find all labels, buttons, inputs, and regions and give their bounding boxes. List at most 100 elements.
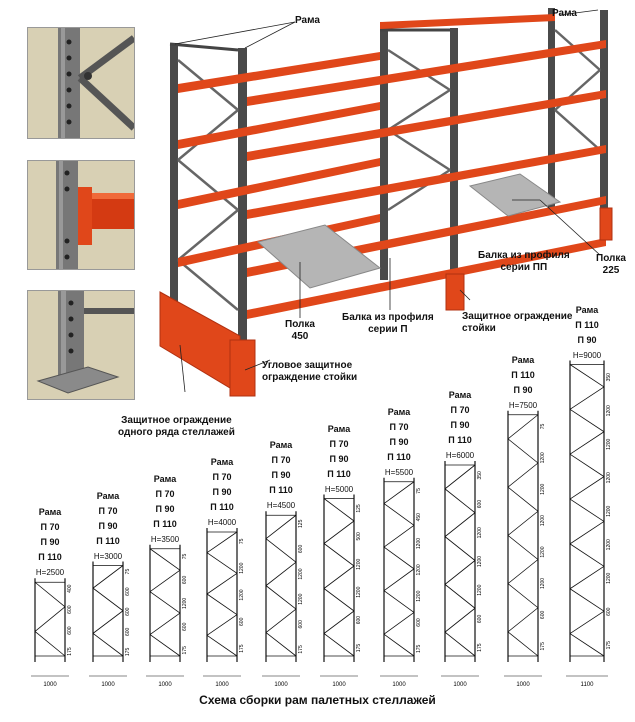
frame-brace	[569, 565, 605, 590]
rack-shelves	[256, 173, 562, 289]
frame-dim-label: 1200	[606, 472, 612, 483]
frame-height-label: H=9000	[572, 350, 602, 360]
frame-label-line: Рама	[210, 457, 234, 467]
callout-frame-2: Рама	[552, 8, 577, 19]
frame-brace	[323, 543, 355, 567]
frame-brace	[507, 535, 539, 560]
frame-label-line: Рама	[269, 440, 293, 451]
frame-dim-label: 600	[125, 587, 131, 596]
frame-dim-label: 1200	[356, 559, 362, 570]
frame-brace	[444, 607, 476, 633]
frame-dim-label: 175	[298, 645, 304, 654]
frame-width-label: 1000	[215, 682, 229, 688]
frame-brace	[569, 521, 605, 545]
frame-brace	[149, 569, 181, 592]
frame-height-label: H=7500	[508, 400, 538, 410]
frame-label-line: П 110	[575, 319, 599, 330]
callout-guard-post: Защитное ограждение стойки	[462, 311, 573, 334]
frame-brace	[383, 481, 415, 504]
frame-brace	[206, 635, 238, 657]
frame-dim-label: 1200	[182, 598, 188, 609]
frame-brace	[569, 453, 605, 477]
frame-brace	[444, 512, 476, 537]
frame-brace	[569, 610, 605, 634]
frame-label-line: П 110	[210, 502, 234, 512]
frame-label-line: Рама	[153, 473, 177, 484]
frame-label-line: П 110	[96, 535, 120, 546]
frame-height-label: H=5000	[324, 484, 354, 494]
frame-label-line: Рама	[96, 490, 120, 501]
frame-brace	[383, 568, 415, 591]
frame-label-line: П 90	[389, 436, 409, 447]
callout-beam-p: Балка из профиля серии П	[342, 312, 434, 335]
frame-label-line: Рама	[448, 390, 472, 400]
frame-width-label: 1000	[392, 682, 406, 688]
frame-label-line: П 110	[153, 518, 177, 529]
frame-brace	[444, 488, 476, 514]
frame-dim-label: 600	[239, 617, 245, 626]
frame-brace	[507, 607, 539, 633]
frame-brace	[34, 581, 66, 608]
frame-dim-label: 600	[67, 626, 73, 635]
frame-brace	[149, 548, 181, 571]
frame-dim-label: 1200	[606, 405, 612, 416]
frame-label-line: П 110	[511, 369, 535, 380]
frame-height-label: H=3500	[150, 534, 180, 544]
frame-label-line: П 70	[155, 488, 175, 499]
frame-dim-label: 75	[182, 553, 188, 559]
frame-brace	[206, 614, 238, 636]
frame-dim-label: 1200	[540, 578, 546, 589]
frame-dim-label: 600	[477, 500, 483, 509]
frame-label-line: П 70	[40, 522, 60, 533]
frame-height-label: H=6000	[445, 451, 475, 460]
frame-dim-label: 600	[416, 618, 422, 627]
frame-dim-label: 1200	[239, 589, 245, 600]
frame-brace	[265, 632, 297, 657]
frame-label-line: Рама	[511, 354, 535, 365]
frame-dim-label: 600	[540, 611, 546, 620]
frame-dim-label: 125	[356, 504, 362, 513]
frame-dim-label: 1200	[606, 539, 612, 550]
frame-brace	[92, 633, 124, 657]
frame-width-label: 1000	[332, 682, 346, 688]
frame-dim-label: 125	[298, 519, 304, 528]
frame-brace	[507, 462, 539, 488]
detail-connector-drawing	[56, 161, 134, 269]
frame-brace	[569, 588, 605, 612]
frame-width-label: 1000	[516, 682, 530, 688]
frame-label-line: Рама	[327, 423, 351, 434]
frame-brace	[569, 386, 605, 410]
frame-brace	[323, 633, 355, 657]
frame-brace	[34, 606, 66, 632]
frame-dim-label: 175	[67, 647, 73, 656]
frame-brace	[569, 498, 605, 522]
frame-brace	[323, 565, 355, 589]
frame-brace	[569, 543, 605, 567]
frame-brace	[569, 431, 605, 455]
frame-dim-label: 600	[67, 605, 73, 614]
frame-dim-label: 600	[125, 607, 131, 616]
frame-brace	[444, 464, 476, 490]
frame-brace	[507, 559, 539, 584]
frame-dim-label: 1200	[298, 593, 304, 604]
frame-label-line: П 90	[212, 487, 232, 497]
frame-height-label: H=4500	[266, 501, 296, 511]
frame-dim-label: 1200	[606, 505, 612, 516]
frame-brace	[206, 593, 238, 615]
frame-brace	[383, 524, 415, 548]
frame-dim-label: 600	[298, 620, 304, 629]
frame-dim-label: 75	[540, 423, 546, 429]
frame-dim-label: 1200	[606, 572, 612, 583]
callout-shelf-450: Полка 450	[285, 319, 315, 342]
frame-dim-label: 1200	[356, 586, 362, 597]
frame-dim-label: 600	[606, 607, 612, 616]
frame-brace	[92, 565, 124, 589]
callout-row-guard: Защитное ограждение одного ряда стеллаже…	[118, 415, 235, 438]
frame-label-line: П 110	[448, 435, 472, 445]
frame-dim-label: 400	[67, 584, 73, 593]
frame-brace	[444, 584, 476, 609]
